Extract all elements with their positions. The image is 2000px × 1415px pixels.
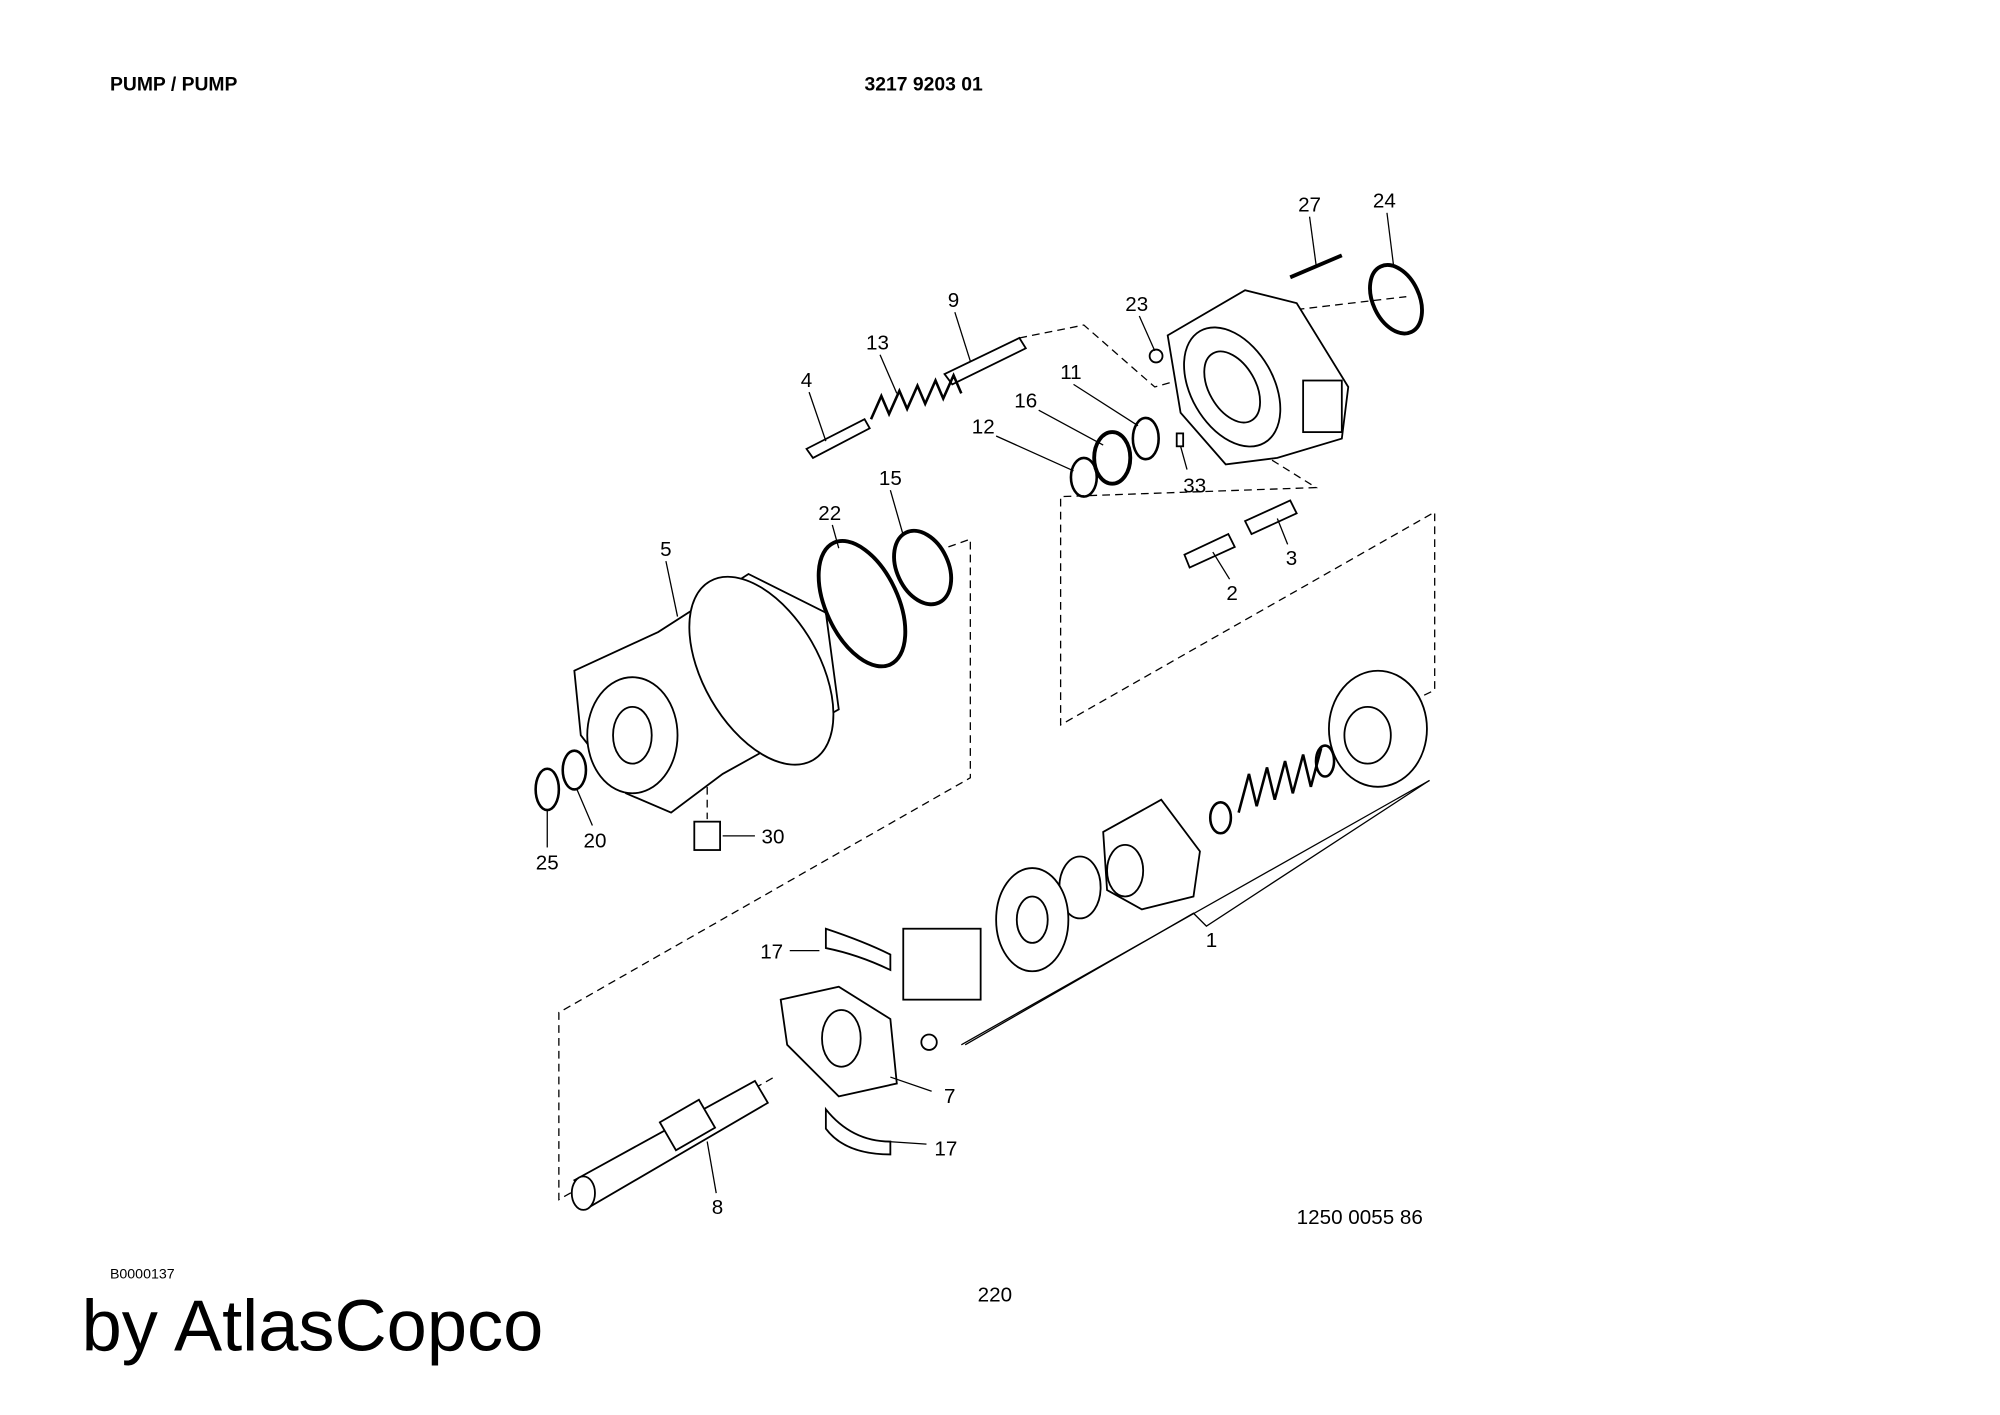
pin-33	[1175, 432, 1185, 448]
pin-9	[943, 336, 1028, 386]
pin-3	[1243, 499, 1298, 536]
shoe-17-lower	[824, 1106, 892, 1156]
o-ring-22	[816, 539, 908, 669]
leader-lines	[546, 212, 1430, 1194]
callout-3: 3	[1286, 547, 1297, 570]
brand-watermark: by AtlasCopco	[82, 1287, 544, 1367]
callout-30: 30	[762, 826, 785, 849]
callout-12: 12	[972, 415, 995, 438]
callout-23: 23	[1125, 293, 1148, 316]
rear-cover-part	[1166, 289, 1350, 466]
ring-12	[1069, 456, 1099, 498]
callout-33: 33	[1183, 475, 1206, 498]
callout-5: 5	[660, 538, 671, 561]
callout-7: 7	[944, 1085, 955, 1108]
bolt-27	[1289, 253, 1343, 280]
bearing-16	[1092, 430, 1133, 486]
callout-17-lower: 17	[934, 1138, 957, 1161]
callout-4: 4	[801, 369, 812, 392]
part-number: 3217 9203 01	[865, 73, 983, 95]
ring-20	[561, 749, 588, 791]
ring-11	[1131, 416, 1160, 461]
callout-24: 24	[1373, 190, 1396, 213]
shaft-8	[570, 1079, 770, 1211]
drawing-reference-number: 1250 0055 86	[1297, 1206, 1423, 1229]
housing-part	[573, 572, 840, 814]
callout-1: 1	[1206, 929, 1217, 952]
callout-9: 9	[948, 289, 959, 312]
callout-16: 16	[1014, 390, 1037, 413]
shoe-17-upper	[824, 927, 892, 972]
callout-13: 13	[866, 332, 889, 355]
plug-30	[693, 820, 721, 851]
callout-2: 2	[1226, 582, 1237, 605]
callout-8: 8	[712, 1196, 723, 1219]
callout-17-upper: 17	[760, 940, 783, 963]
callout-22: 22	[818, 502, 841, 525]
footer-code: B0000137	[110, 1266, 175, 1282]
pin-2	[1183, 532, 1236, 569]
swash-plate-bore	[821, 1009, 862, 1068]
pin-4	[805, 418, 871, 460]
page-number: 220	[978, 1283, 1012, 1306]
spring-13	[869, 372, 963, 420]
ring-25	[534, 767, 561, 812]
plug-23	[1148, 348, 1164, 364]
rotating-group-part	[902, 669, 1428, 1051]
callout-20: 20	[584, 829, 607, 852]
callout-27: 27	[1298, 194, 1321, 217]
callouts: 27 24 23 9 13 4 11 16 12 33 15 22 5 3 2 …	[536, 190, 1396, 1219]
bearing-15	[892, 528, 954, 607]
callout-25: 25	[536, 851, 559, 874]
page-title: PUMP / PUMP	[110, 73, 238, 95]
callout-15: 15	[879, 467, 902, 490]
o-ring-24	[1368, 263, 1424, 336]
callout-11: 11	[1060, 361, 1081, 384]
